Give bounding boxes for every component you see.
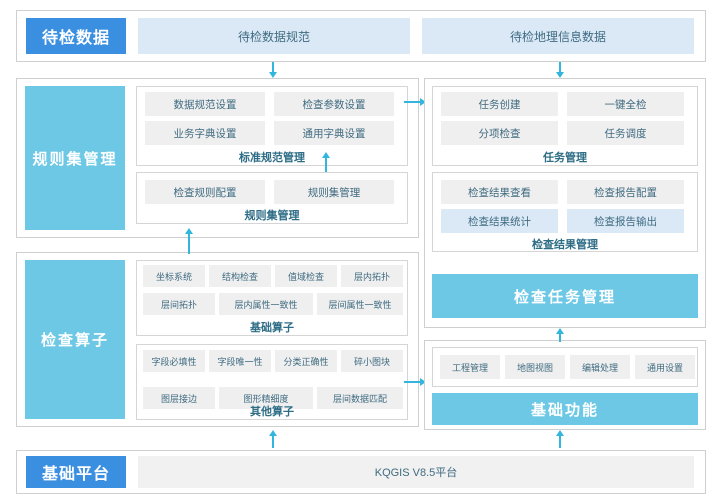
tile-check-param-setting[interactable]: 检查参数设置	[274, 92, 394, 116]
banner-basic-function: 基础功能	[432, 393, 698, 425]
tile-value-range-check[interactable]: 值域检查	[275, 265, 337, 287]
label-operator-layer: 检查算子	[25, 260, 125, 419]
tile-edit-process[interactable]: 编辑处理	[570, 355, 630, 379]
data-spec-bar[interactable]: 待检数据规范	[138, 18, 410, 54]
tile-coordinate-system[interactable]: 坐标系统	[143, 265, 205, 287]
tile-check-rule-config[interactable]: 检查规则配置	[145, 180, 265, 204]
tile-one-key-check[interactable]: 一键全检	[567, 92, 684, 116]
tile-inter-layer-topology[interactable]: 层间拓扑	[143, 293, 215, 315]
tile-task-schedule[interactable]: 任务调度	[567, 121, 684, 145]
tile-inter-layer-data-match[interactable]: 层间数据匹配	[317, 387, 403, 409]
group-title-result-manage: 检查结果管理	[532, 239, 598, 251]
arrow-up-operator-to-ruleset	[185, 228, 193, 254]
tile-common-setting[interactable]: 通用设置	[635, 355, 695, 379]
arrow-up-basic-to-task	[556, 328, 564, 342]
arrow-right-ruleset-to-task	[404, 98, 426, 106]
tile-inter-layer-attr-consistency[interactable]: 层间属性一致性	[317, 293, 403, 315]
arrow-up-ruleset-inner	[322, 152, 330, 172]
arrow-right-operator-to-basic	[404, 378, 426, 386]
tile-field-required[interactable]: 字段必填性	[143, 350, 205, 372]
platform-kqgis-bar[interactable]: KQGIS V8.5平台	[138, 456, 694, 488]
tile-ruleset-manage[interactable]: 规则集管理	[274, 180, 394, 204]
group-title-other-operator: 其他算子	[250, 406, 294, 418]
tile-task-create[interactable]: 任务创建	[441, 92, 558, 116]
group-title-basic-operator: 基础算子	[250, 322, 294, 334]
tile-structure-check[interactable]: 结构检查	[209, 265, 271, 287]
group-title-standard-spec: 标准规范管理	[239, 152, 305, 164]
arrow-down-right	[556, 62, 564, 78]
tile-small-fragment[interactable]: 碎小图块	[341, 350, 403, 372]
banner-task-management: 检查任务管理	[432, 274, 698, 318]
tile-report-output[interactable]: 检查报告输出	[567, 209, 684, 233]
tile-data-spec-setting[interactable]: 数据规范设置	[145, 92, 265, 116]
tile-intra-layer-attr-consistency[interactable]: 层内属性一致性	[219, 293, 313, 315]
group-title-task-manage: 任务管理	[543, 152, 587, 164]
label-platform-layer: 基础平台	[26, 456, 126, 488]
tile-report-config[interactable]: 检查报告配置	[567, 180, 684, 204]
arrow-down-left	[269, 62, 277, 78]
label-data-layer: 待检数据	[26, 18, 126, 54]
tile-graphic-precision[interactable]: 图形精细度	[219, 387, 313, 409]
arrow-up-platform-to-operator	[269, 430, 277, 448]
tile-project-manage[interactable]: 工程管理	[440, 355, 500, 379]
data-gis-bar[interactable]: 待检地理信息数据	[422, 18, 694, 54]
tile-result-view[interactable]: 检查结果查看	[441, 180, 558, 204]
tile-classification-correct[interactable]: 分类正确性	[275, 350, 337, 372]
tile-result-statistics[interactable]: 检查结果统计	[441, 209, 558, 233]
tile-business-dict-setting[interactable]: 业务字典设置	[145, 121, 265, 145]
group-title-ruleset: 规则集管理	[244, 210, 300, 222]
tile-item-check[interactable]: 分项检查	[441, 121, 558, 145]
label-ruleset-layer: 规则集管理	[25, 86, 125, 230]
tile-field-unique[interactable]: 字段唯一性	[209, 350, 271, 372]
tile-layer-edge-matching[interactable]: 图层接边	[143, 387, 215, 409]
arrow-up-platform-to-basic	[556, 430, 564, 448]
tile-intra-layer-topology[interactable]: 层内拓扑	[341, 265, 403, 287]
tile-common-dict-setting[interactable]: 通用字典设置	[274, 121, 394, 145]
tile-map-view[interactable]: 地图视图	[505, 355, 565, 379]
